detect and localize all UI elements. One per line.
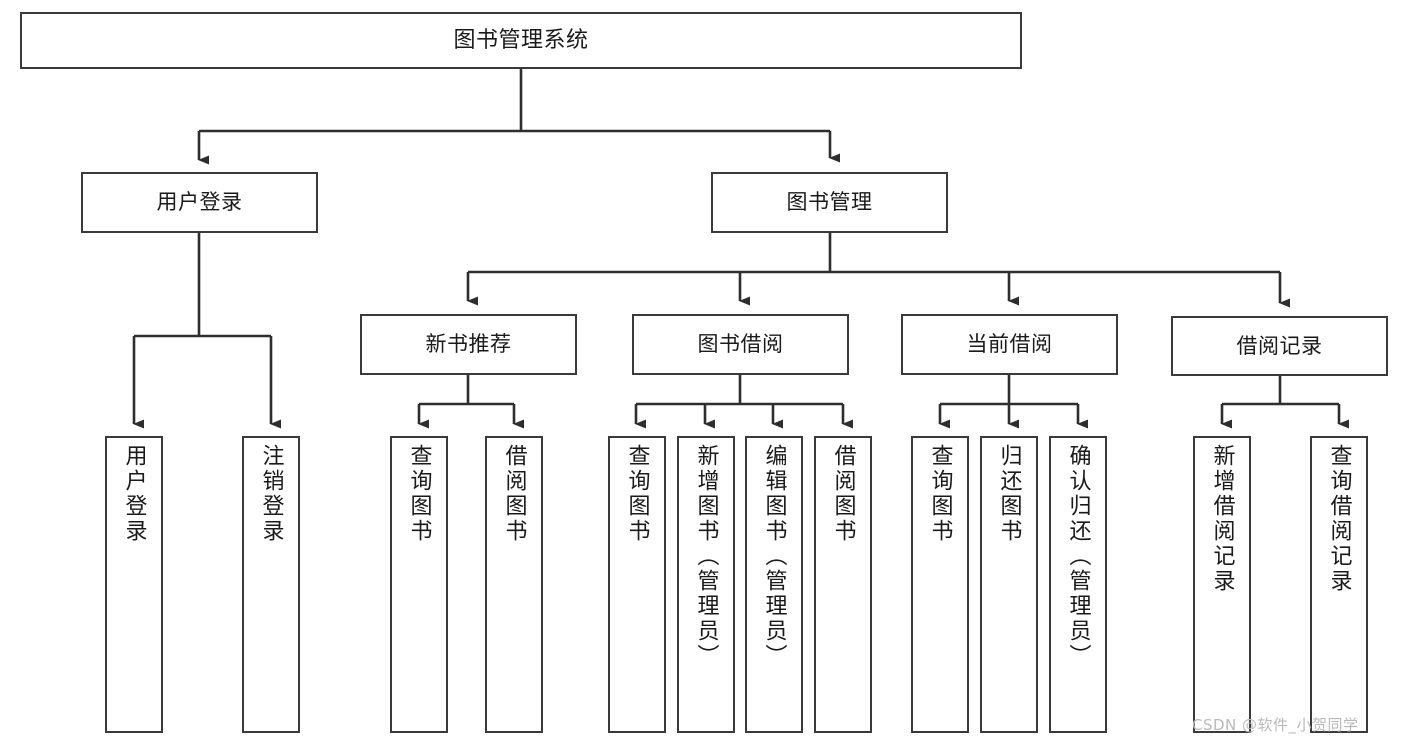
node-label: 借阅图书 xyxy=(501,444,527,544)
node-label: 注销登录 xyxy=(258,444,284,544)
node-label: 编辑图书（管理员） xyxy=(761,444,787,669)
node-label: 用户登录 xyxy=(156,190,243,215)
node-label: 新书推荐 xyxy=(425,332,512,357)
node-label: 当前借阅 xyxy=(966,332,1053,357)
node-label: 新增借阅记录 xyxy=(1209,444,1235,594)
node-label: 借阅图书 xyxy=(830,444,856,544)
csdn-watermark: CSDN @软件_小贺同学 xyxy=(1192,716,1359,734)
leaf-confirm-return-admin[interactable]: 确认归还（管理员） xyxy=(1049,436,1107,733)
node-label: 用户登录 xyxy=(121,444,147,544)
node-new-book-recommend[interactable]: 新书推荐 xyxy=(360,314,577,375)
node-book-borrow[interactable]: 图书借阅 xyxy=(632,314,849,375)
node-label: 图书管理系统 xyxy=(453,27,589,53)
node-label: 查询图书 xyxy=(927,444,953,544)
leaf-return-book[interactable]: 归还图书 xyxy=(980,436,1038,733)
leaf-user-logout[interactable]: 注销登录 xyxy=(242,436,300,733)
node-label: 确认归还（管理员） xyxy=(1065,444,1091,669)
leaf-borrow-book[interactable]: 借阅图书 xyxy=(814,436,872,733)
node-label: 归还图书 xyxy=(996,444,1022,544)
node-current-borrow[interactable]: 当前借阅 xyxy=(901,314,1118,375)
leaf-add-borrow-record[interactable]: 新增借阅记录 xyxy=(1193,436,1251,733)
leaf-query-book-borrow[interactable]: 查询图书 xyxy=(608,436,666,733)
node-label: 查询图书 xyxy=(624,444,650,544)
leaf-add-book-admin[interactable]: 新增图书（管理员） xyxy=(677,436,735,733)
leaf-query-book-current[interactable]: 查询图书 xyxy=(911,436,969,733)
node-label: 图书管理 xyxy=(786,190,873,215)
node-label: 借阅记录 xyxy=(1236,333,1323,358)
node-label: 查询借阅记录 xyxy=(1326,444,1352,594)
node-borrow-record[interactable]: 借阅记录 xyxy=(1171,316,1388,376)
node-label: 新增图书（管理员） xyxy=(693,444,719,669)
leaf-query-book-recommend[interactable]: 查询图书 xyxy=(390,436,448,733)
node-root-book-management-system[interactable]: 图书管理系统 xyxy=(20,12,1022,69)
leaf-user-login[interactable]: 用户登录 xyxy=(105,436,163,733)
leaf-borrow-book-recommend[interactable]: 借阅图书 xyxy=(485,436,543,733)
leaf-edit-book-admin[interactable]: 编辑图书（管理员） xyxy=(745,436,803,733)
node-label: 查询图书 xyxy=(406,444,432,544)
node-label: 图书借阅 xyxy=(697,332,784,357)
node-user-login[interactable]: 用户登录 xyxy=(81,172,318,233)
leaf-query-borrow-record[interactable]: 查询借阅记录 xyxy=(1310,436,1368,733)
node-book-management[interactable]: 图书管理 xyxy=(711,172,948,233)
